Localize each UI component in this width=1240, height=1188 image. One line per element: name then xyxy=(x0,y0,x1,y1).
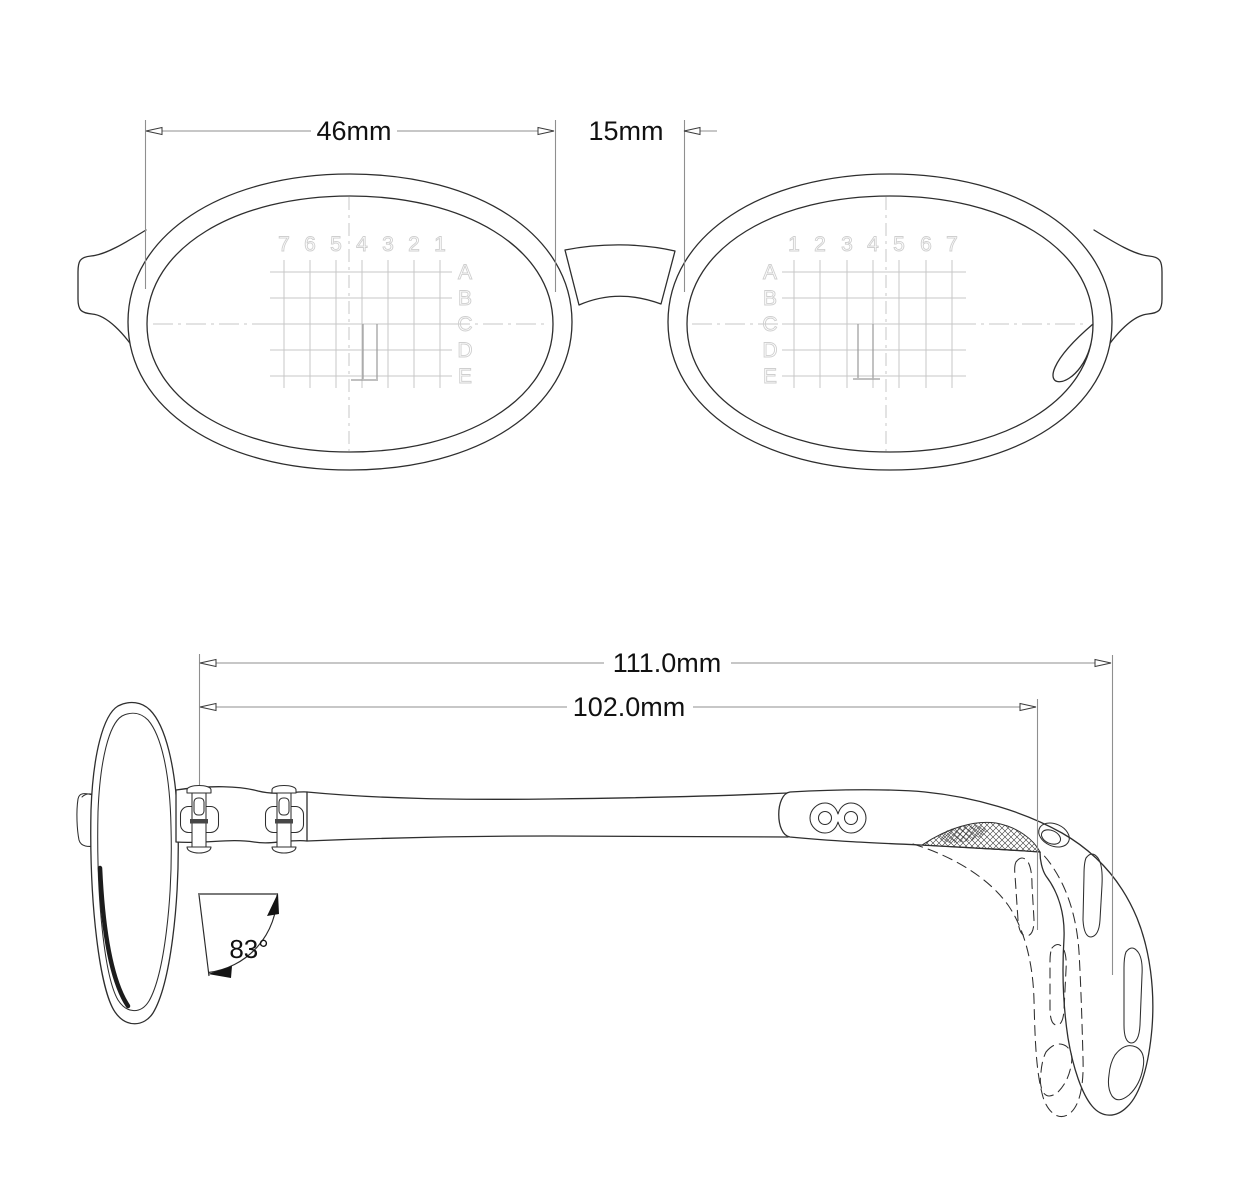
grid-row-label: D xyxy=(762,339,777,362)
grid-row-label: C xyxy=(762,313,777,336)
screw-slot xyxy=(193,797,205,816)
dim-temple-overall: 111.0mm xyxy=(198,648,1114,975)
grid-row-label: D xyxy=(457,339,472,362)
grid-column-label: 3 xyxy=(382,233,394,256)
angle-arrow-down xyxy=(208,966,232,978)
grid-column-label: 3 xyxy=(841,233,853,256)
lens-side-thick-edge xyxy=(97,865,131,1009)
hinge-block xyxy=(175,786,308,844)
dimension-label: 102.0mm xyxy=(573,692,686,722)
screw-cap xyxy=(271,784,297,794)
dimension-arrow xyxy=(199,658,217,668)
hatched-insert-dense-spot xyxy=(939,825,987,843)
grid-column-label: 5 xyxy=(893,233,905,256)
dimension-arrow xyxy=(1094,658,1112,668)
grid-row-label: C xyxy=(457,313,472,336)
progressive-corridor-mark xyxy=(351,324,378,381)
hinge-screw xyxy=(271,784,297,854)
hook-slot-middle xyxy=(1123,947,1143,1044)
grid-column-label: 2 xyxy=(814,233,826,256)
dim-lens-width: 46mm xyxy=(144,116,557,292)
screw-band xyxy=(190,819,208,824)
angle-arrow-up xyxy=(267,893,279,916)
extension-line xyxy=(198,654,1114,975)
dimension-label: 46mm xyxy=(316,116,391,146)
ghost-hook-outline xyxy=(912,843,1084,1118)
right-temple-tip xyxy=(1093,229,1163,359)
angle-lens-line xyxy=(198,894,210,977)
bridge xyxy=(564,244,676,306)
grid-column-label: 1 xyxy=(788,233,800,256)
grid-row-label: A xyxy=(763,261,777,284)
left-lens-grid: 7 6 5 4 3 2 1 A B C D E xyxy=(153,197,548,451)
grid-row-label: E xyxy=(458,365,472,388)
grid-column-label: 7 xyxy=(278,233,290,256)
temple-arm-bottom-edge xyxy=(306,835,789,842)
temple-arm-top-edge xyxy=(306,791,789,800)
screw-base xyxy=(271,846,297,854)
ghost-slot-upper xyxy=(1014,857,1035,937)
dim-bridge-width: 15mm xyxy=(588,116,717,292)
lens-side-profile xyxy=(90,701,179,1025)
hook-slot-bottom xyxy=(1107,1045,1145,1101)
dimension-arrow xyxy=(199,702,217,712)
right-lens-grid: 1 2 3 4 5 6 7 A B C D E xyxy=(692,197,1086,451)
ghost-slot-middle xyxy=(1049,943,1067,1026)
hook-alternate-position xyxy=(912,843,1084,1118)
dimension-arrow xyxy=(1019,702,1037,712)
adjustment-holes xyxy=(809,802,867,834)
dimension-label: 15mm xyxy=(588,116,663,146)
vent-hole xyxy=(1038,822,1070,848)
angle-annotation: 83° xyxy=(198,893,279,978)
grid-row-label: A xyxy=(458,261,472,284)
grid-column-label: 1 xyxy=(434,233,446,256)
dimensions: 46mm 15mm 111.0mm 102.0mm xyxy=(144,116,1114,975)
dimension-arrow xyxy=(145,126,163,136)
vent-hole-inner xyxy=(1040,829,1062,845)
lens-side-inner-edge xyxy=(97,712,172,1012)
dimension-label: 111.0mm xyxy=(613,648,722,678)
dimension-arrow xyxy=(683,126,701,136)
screw-band xyxy=(275,819,293,824)
figure8-outline xyxy=(809,802,867,834)
hinge-screw xyxy=(186,784,212,854)
dim-temple-front: 102.0mm xyxy=(199,692,1039,930)
vent-hole-outer xyxy=(1038,822,1070,848)
grid-column-label: 6 xyxy=(920,233,932,256)
front-view: 7 6 5 4 3 2 1 A B C D E 1 2 3 4 5 6 7 A xyxy=(77,173,1163,471)
progressive-corridor-mark xyxy=(853,324,880,380)
grid-column-label: 2 xyxy=(408,233,420,256)
grid-column-label: 5 xyxy=(330,233,342,256)
ghost-slot-bottom xyxy=(1039,1043,1073,1097)
hook-slot-upper xyxy=(1082,853,1103,938)
screw-slot xyxy=(278,797,290,816)
grid-row-label: B xyxy=(763,287,777,310)
left-temple-tip xyxy=(77,229,147,359)
grid-column-label: 4 xyxy=(356,233,368,256)
grid-column-label: 4 xyxy=(867,233,879,256)
side-view: 83° xyxy=(76,701,1154,1118)
grid-row-label: E xyxy=(763,365,777,388)
adjustment-hole xyxy=(817,810,833,826)
grid-column-label: 6 xyxy=(304,233,316,256)
screw-cap xyxy=(186,784,212,794)
screw-base xyxy=(186,846,212,854)
extension-line xyxy=(144,120,557,292)
grid-row-label: B xyxy=(458,287,472,310)
dimension-arrow xyxy=(537,126,555,136)
adjustment-hole xyxy=(843,810,859,826)
grid-column-label: 7 xyxy=(946,233,958,256)
angle-label: 83° xyxy=(229,934,268,964)
